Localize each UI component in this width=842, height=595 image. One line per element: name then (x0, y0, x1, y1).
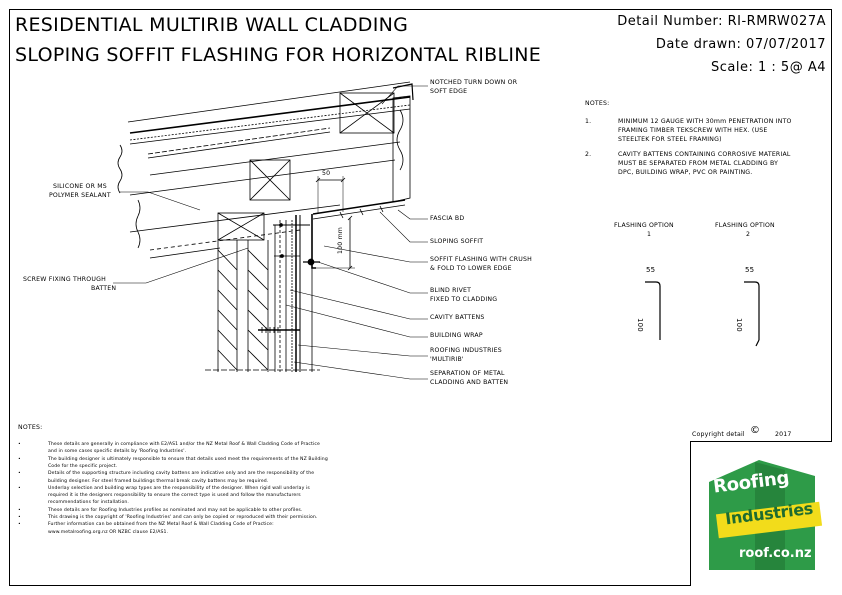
note-line: The building designer is ultimately resp… (48, 456, 328, 462)
logo-yellow-band (715, 501, 823, 539)
copyright-icon: © (750, 425, 761, 436)
roofing-industries-logo (709, 460, 823, 570)
label-soft-edge: SOFT EDGE (430, 88, 468, 95)
logo-panel: Roofing Industries roof.co.nz (690, 441, 832, 586)
note-line: This drawing is the copyright of 'Roofin… (48, 515, 318, 520)
note-line: www.metalroofing.org.nz OR NZBC clause E… (48, 529, 169, 535)
logo-url: roof.co.nz (739, 546, 812, 561)
drawing-frame (9, 9, 832, 586)
label-building-wrap: BUILDING WRAP (430, 332, 483, 339)
note-bullet: • (18, 456, 21, 462)
label-polymer-sealant: POLYMER SEALANT (49, 192, 111, 199)
label-silicone: SILICONE OR MS (53, 183, 107, 190)
note-2-line2: MUST BE SEPARATED FROM METAL CLADDING BY (618, 160, 779, 167)
note-line: Details of the supporting structure incl… (48, 471, 315, 477)
label-screw-fixing: SCREW FIXING THROUGH (23, 276, 106, 283)
flashing-option-2-top-dim: 55 (745, 266, 755, 274)
note-bullet: • (18, 507, 21, 513)
notes-right-heading: NOTES: (585, 100, 610, 107)
copyright-year: 2017 (775, 431, 792, 438)
note-bullet: • (18, 485, 21, 491)
label-cavity-battens: CAVITY BATTENS (430, 314, 485, 321)
note-line: Underlay selection and building wrap typ… (48, 485, 310, 491)
drawing-title: RESIDENTIAL MULTIRIB WALL CLADDING (15, 14, 409, 36)
scale: Scale: 1 : 5@ A4 (711, 60, 826, 75)
drawing-subtitle: SLOPING SOFFIT FLASHING FOR HORIZONTAL R… (15, 44, 542, 66)
flashing-option-1-side-dim: 100 (636, 318, 644, 332)
flashing-option-1-number: 1 (647, 231, 652, 238)
note-1-line2: FRAMING TIMBER TEKSCREW WITH HEX. (USE (618, 127, 768, 134)
label-batten: BATTEN (91, 285, 117, 292)
label-roofing-industries: ROOFING INDUSTRIES (430, 347, 502, 354)
label-separation: SEPARATION OF METAL (430, 370, 505, 377)
note-bullet: • (18, 442, 21, 447)
dimension-100: 100 mm (337, 226, 344, 254)
flashing-option-2-title: FLASHING OPTION (715, 222, 775, 229)
note-line: Code for the specific project. (48, 463, 118, 469)
label-soffit-flashing: SOFFIT FLASHING WITH CRUSH (430, 256, 532, 263)
notes-bottom-heading: NOTES: (18, 424, 43, 431)
note-line: These details are generally in complianc… (48, 442, 320, 447)
dimension-50: 50 (322, 170, 331, 177)
flashing-option-1-title: FLASHING OPTION (614, 222, 674, 229)
label-fixed-to-cladding: FIXED TO CLADDING (430, 296, 498, 303)
label-notched-turndown: NOTCHED TURN DOWN OR (430, 79, 518, 86)
note-bullet: • (18, 515, 21, 520)
flashing-option-1-top-dim: 55 (646, 266, 656, 274)
label-sloping-soffit: SLOPING SOFFIT (430, 238, 484, 245)
note-bullet: • (18, 471, 21, 477)
label-crush-fold: & FOLD TO LOWER EDGE (430, 265, 512, 272)
detail-number: Detail Number: RI-RMRW027A (617, 14, 826, 29)
note-2-line1: CAVITY BATTENS CONTAINING CORROSIVE MATE… (618, 151, 791, 158)
label-blind-rivet: BLIND RIVET (430, 287, 472, 294)
note-line: and in some cases specific details by 'R… (48, 449, 187, 455)
note-line: Further information can be obtained from… (48, 522, 274, 528)
copyright-text: Copyright detail (692, 431, 745, 438)
note-bullet: • (18, 522, 21, 528)
note-line: These details are for Roofing Industries… (48, 507, 303, 513)
note-1-line1: MINIMUM 12 GAUGE WITH 30mm PENETRATION I… (618, 118, 792, 125)
label-fascia: FASCIA BD (430, 215, 465, 222)
flashing-option-2-side-dim: 100 (735, 318, 743, 332)
flashing-option-2-number: 2 (746, 231, 751, 238)
date-drawn: Date drawn: 07/07/2017 (655, 37, 826, 52)
note-2-number: 2. (585, 151, 592, 158)
note-line: required it is the designers responsibil… (48, 493, 301, 499)
label-cladding-batten: CLADDING AND BATTEN (430, 379, 509, 386)
note-2-line3: DPC, BUILDING WRAP, PVC OR PAINTING. (618, 169, 753, 176)
note-1-line3: STEELTEK FOR STEEL FRAMING) (618, 136, 722, 143)
note-line: building designer. For steel framed buil… (48, 478, 269, 484)
note-1-number: 1. (585, 118, 592, 125)
note-line: recommendations for installation. (48, 500, 129, 506)
label-multirib: 'MULTIRIB' (430, 356, 464, 363)
